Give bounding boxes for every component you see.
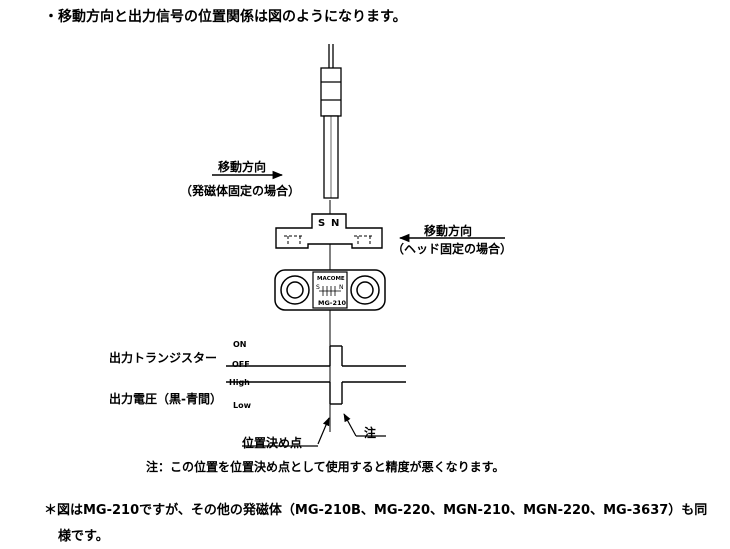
head-pole-s: S bbox=[318, 218, 325, 229]
magnet-brand: MACOME bbox=[317, 276, 345, 282]
magnet-pole-n: N bbox=[339, 284, 344, 291]
signal-voltage-label: 出力電圧（黒-青間） bbox=[109, 392, 222, 406]
note-text: 注：この位置を位置決め点として使用すると精度が悪くなります。 bbox=[146, 460, 505, 474]
magnet-rod bbox=[320, 44, 342, 199]
heading: ・移動方向と出力信号の位置関係は図のようになります。 bbox=[44, 9, 407, 25]
magnet-body bbox=[274, 269, 386, 311]
move-direction-left-label: 移動方向 bbox=[218, 160, 267, 174]
move-direction-right-sublabel: （ヘッド固定の場合） bbox=[392, 242, 513, 256]
footnote-line-2: 様です。 bbox=[58, 529, 109, 544]
signal-voltage-low: Low bbox=[233, 401, 251, 410]
signal-transistor-off: OFF bbox=[232, 360, 250, 369]
voltage-waveform bbox=[226, 381, 406, 405]
transistor-waveform bbox=[226, 345, 406, 367]
magnet-pole-s: S bbox=[316, 284, 320, 291]
sensor-head bbox=[275, 213, 383, 249]
signal-transistor-on: ON bbox=[233, 340, 247, 349]
signal-transistor-label: 出力トランジスター bbox=[109, 351, 218, 365]
note-leader bbox=[343, 413, 357, 437]
magnet-model: MG-210 bbox=[318, 299, 347, 307]
move-direction-right-label: 移動方向 bbox=[424, 224, 473, 238]
position-point-leader bbox=[317, 417, 330, 445]
footnote-line-1: ＊図はMG-210ですが、その他の発磁体（MG-210B、MG-220、MGN-… bbox=[44, 503, 708, 518]
head-pole-n: N bbox=[331, 218, 339, 229]
move-direction-left-sublabel: （発磁体固定の場合） bbox=[180, 184, 301, 198]
